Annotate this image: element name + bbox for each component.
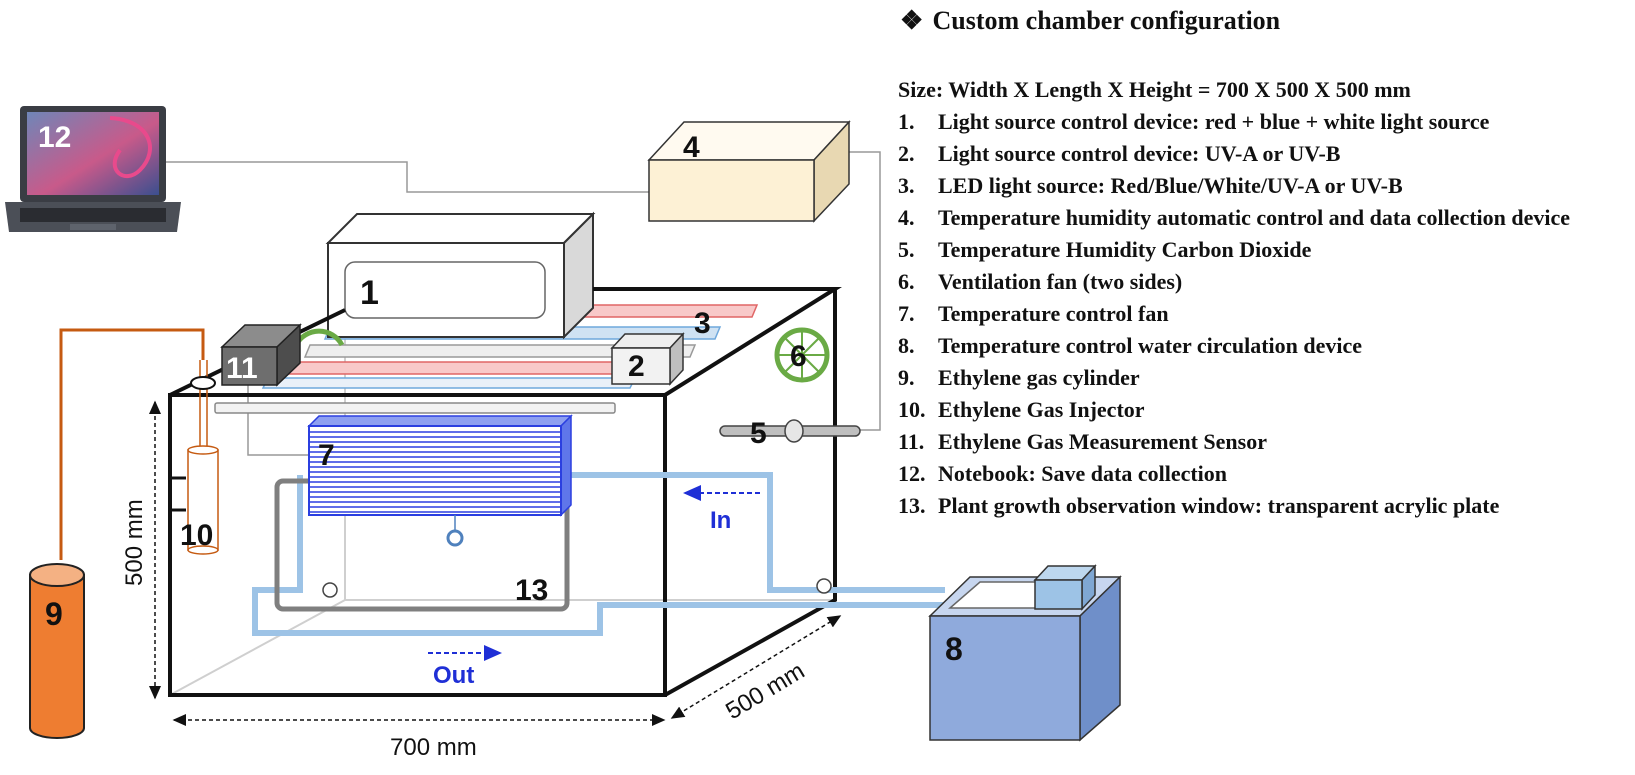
label-10: 10 — [180, 519, 213, 552]
temperature-fan-7 — [307, 414, 573, 517]
gas-cylinder-9 — [29, 563, 85, 739]
label-1: 1 — [360, 274, 379, 312]
uv-control-box-2 — [610, 332, 685, 386]
dim-width-label: 700 mm — [390, 734, 477, 761]
legend-item: 2.Light source control device: UV-A or U… — [898, 141, 1341, 166]
gas-line — [59, 328, 205, 560]
ventilation-fan-icon — [774, 327, 830, 383]
label-5: 5 — [750, 417, 767, 450]
label-6: 6 — [790, 340, 807, 373]
legend-list: 1.Light source control device: red + blu… — [898, 106, 1628, 522]
legend-item: 11.Ethylene Gas Measurement Sensor — [898, 429, 1267, 454]
fan-knob — [446, 529, 464, 547]
ethylene-sensor-11 — [220, 323, 302, 387]
legend-item: 10.Ethylene Gas Injector — [898, 397, 1145, 422]
legend-item: 4.Temperature humidity automatic control… — [898, 205, 1571, 230]
pipe-port-right — [816, 578, 832, 594]
label-11: 11 — [226, 352, 258, 385]
label-12: 12 — [38, 121, 71, 154]
label-13: 13 — [515, 574, 548, 607]
dim-height-label: 500 mm — [121, 499, 148, 586]
ethylene-injector-10 — [170, 360, 219, 555]
configuration-legend: ❖ Custom chamber configuration Size: Wid… — [898, 0, 1628, 775]
sensor-probe-5 — [719, 419, 861, 443]
legend-title: Custom chamber configuration — [932, 6, 1281, 35]
legend-item: 7.Temperature control fan — [898, 301, 1169, 326]
label-9: 9 — [45, 596, 63, 632]
legend-size-line: Size: Width X Length X Height = 700 X 50… — [898, 77, 1411, 102]
diamond-bullet-icon: ❖ — [900, 6, 924, 35]
flow-in-label: In — [710, 507, 731, 534]
pump-box — [1033, 564, 1097, 611]
legend-item: 8.Temperature control water circulation … — [898, 333, 1363, 358]
label-2: 2 — [628, 350, 645, 383]
legend-item: 12.Notebook: Save data collection — [898, 461, 1228, 486]
label-3: 3 — [694, 307, 711, 340]
pipe-port-left — [322, 582, 338, 598]
label-7: 7 — [318, 439, 335, 472]
inner-bar — [214, 402, 616, 414]
legend-heading: ❖ Custom chamber configuration — [900, 6, 1280, 36]
legend-item: 9.Ethylene gas cylinder — [898, 365, 1140, 390]
control-box-4 — [647, 120, 851, 223]
label-8: 8 — [945, 631, 963, 667]
flow-out-label: Out — [433, 662, 474, 689]
led-bars — [261, 304, 759, 389]
light-control-box-1 — [325, 211, 596, 340]
legend-item: 6.Ventilation fan (two sides) — [898, 269, 1183, 294]
dimension-lines — [149, 400, 842, 726]
legend-item: 3.LED light source: Red/Blue/White/UV-A … — [898, 173, 1403, 198]
legend-item: 13.Plant growth observation window: tran… — [898, 493, 1500, 518]
legend-item: 5.Temperature Humidity Carbon Dioxide — [898, 237, 1312, 262]
legend-item: 1.Light source control device: red + blu… — [898, 109, 1490, 134]
label-4: 4 — [683, 131, 700, 164]
dim-length-label: 500 mm — [721, 657, 809, 725]
notebook — [5, 106, 181, 232]
